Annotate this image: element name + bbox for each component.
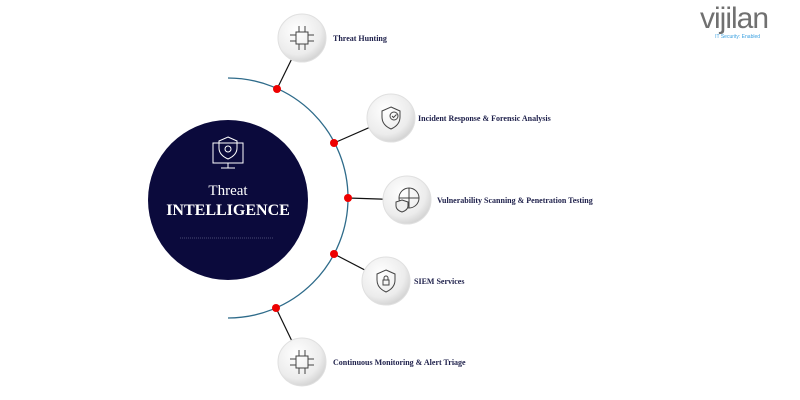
connector-dot <box>330 139 338 147</box>
shield-check-icon <box>381 106 401 130</box>
chip-icon <box>290 26 314 50</box>
service-icon-badge <box>366 93 416 143</box>
logo-name: vijilan <box>700 2 769 35</box>
service-label-vulnerability-scanning: Vulnerability Scanning & Penetration Tes… <box>437 196 593 205</box>
vijilan-logo: vijilan IT Security: Enabled <box>700 2 769 41</box>
globe-shield-icon <box>395 187 420 213</box>
connector-dot <box>273 85 281 93</box>
shield-monitor-icon <box>212 136 244 169</box>
lock-shield-icon <box>376 269 396 293</box>
service-icon-badge <box>382 175 432 225</box>
service-label-siem: SIEM Services <box>414 277 465 286</box>
connector-dot <box>272 304 280 312</box>
service-icon-badge <box>361 256 411 306</box>
service-label-threat-hunting: Threat Hunting <box>333 34 387 43</box>
logo-tagline: IT Security: Enabled <box>715 34 761 40</box>
service-label-continuous-monitoring: Continuous Monitoring & Alert Triage <box>333 358 466 367</box>
center-circle <box>148 120 308 280</box>
service-icon-badge <box>277 13 327 63</box>
chip-lock-icon <box>290 350 314 374</box>
center-title-line2: INTELLIGENCE <box>166 202 290 219</box>
center-title-line1: Threat <box>208 183 248 199</box>
service-icon-badge <box>277 337 327 387</box>
service-label-incident-response: Incident Response & Forensic Analysis <box>418 114 551 123</box>
connector-dot <box>344 194 352 202</box>
connector-dot <box>330 250 338 258</box>
